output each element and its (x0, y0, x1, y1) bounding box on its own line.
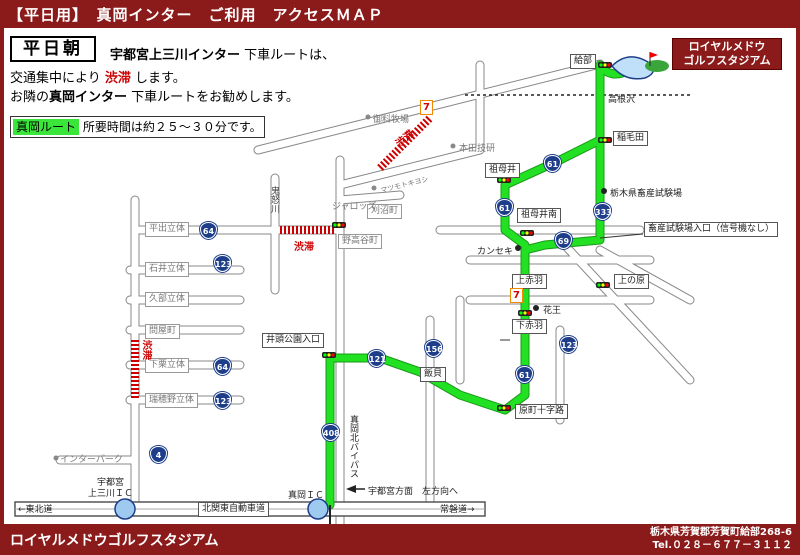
frame-left (0, 28, 4, 524)
place-shimoakaba: 下赤羽 (512, 319, 548, 334)
notice-line-3: お隣の真岡インター 下車ルートをお勧めします。 (10, 90, 299, 105)
page-title: 【平日用】 真岡インター ご利用 アクセスＭＡＰ (8, 6, 384, 24)
place-kariya: 刈沼町 (367, 204, 403, 219)
golf-stadium-label: ロイヤルメドウゴルフスタジアム (672, 38, 782, 70)
jam-label-c: 渋滞 (140, 340, 151, 360)
place-iigai: 飯貝 (420, 367, 447, 382)
header-bar: 【平日用】 真岡インター ご利用 アクセスＭＡＰ (0, 0, 800, 28)
place-noko: 野高谷町 (338, 234, 383, 249)
place-kamiakaba: 上赤羽 (512, 274, 548, 289)
place-sobo: 祖母井 (485, 163, 521, 178)
place-chikusan: 栃木県畜産試験場 (610, 189, 683, 199)
route-123-shield-c: 123 (214, 392, 232, 409)
route-tag: 真岡ルート (13, 119, 80, 135)
place-kanseki: カンセキ (477, 247, 514, 257)
footer-name: ロイヤルメドウゴルフスタジアム (10, 533, 219, 549)
frame-right (796, 28, 800, 524)
poi-dot-icon (515, 188, 607, 311)
place-kaminokawa-ic: 宇都宮 上三川ＩＣ (88, 478, 134, 499)
place-goryo: 御料牧場 (373, 115, 410, 125)
place-kaminohara: 上の原 (614, 274, 650, 289)
place-chikusan-entrance: 畜産試験場入口（信号機なし） (644, 222, 779, 237)
place-honda: 本田技研 (459, 144, 496, 154)
route-info: 真岡ルート 所要時間は約２５～３０分です。 (10, 116, 265, 138)
direction-utsunomiya: 宇都宮方面 左方向へ (368, 487, 459, 497)
route-121-shield: 121 (368, 350, 386, 367)
place-takanezawa: 高根沢 (608, 95, 636, 105)
direction-joban: 常磐道→ (440, 505, 475, 515)
place-shimokuri: 下栗立体 (145, 358, 190, 373)
place-interpark: インターパーク (60, 455, 123, 465)
route-4-shield: 4 (150, 446, 167, 463)
route-64-shield-b: 64 (214, 358, 231, 375)
route-61-shield-b: 61 (496, 199, 513, 216)
place-moka-bypass: 真岡北バイパス (348, 415, 358, 478)
river-kinugawa: 鬼怒川 (269, 186, 279, 213)
place-jaros: ジャロッズ (332, 202, 377, 212)
notice-line-2: 交通集中により 渋滞 します。 (10, 71, 186, 86)
notice-line-1: 宇都宮上三川インター 下車ルートは、 (110, 48, 336, 63)
weekday-morning-badge: 平日朝 (10, 36, 96, 62)
convenience-store-icon: 7 (510, 288, 523, 303)
place-mizuho: 瑞穂野立体 (145, 393, 199, 408)
direction-tohoku: ←東北道 (18, 505, 53, 515)
place-haramachi: 原町十字路 (515, 404, 569, 419)
place-kubota: 久部立体 (145, 292, 190, 307)
place-kyubu: 給部 (570, 54, 597, 69)
route-123-shield-b: 123 (214, 255, 232, 272)
route-123-shield-a: 123 (560, 336, 578, 353)
route-408-shield: 408 (322, 424, 340, 441)
place-sobo-minami: 祖母井南 (517, 208, 562, 223)
route-156-shield: 156 (425, 340, 443, 357)
place-toiyamachi: 問屋町 (145, 324, 181, 339)
route-61-shield-c: 61 (516, 366, 533, 383)
jam-label-b: 渋滞 (294, 242, 314, 253)
route-69-shield: 69 (555, 232, 572, 249)
place-igashira: 井頭公園入口 (262, 333, 325, 348)
convenience-store-icon: 7 (420, 100, 433, 115)
place-kao: 花王 (543, 306, 562, 316)
place-inageda: 稲毛田 (613, 131, 649, 146)
route-64-shield-a: 64 (200, 222, 217, 239)
route-333-shield: 333 (594, 203, 612, 220)
place-ishii: 石井立体 (145, 262, 190, 277)
place-moka-ic: 真岡ＩＣ (288, 491, 325, 501)
expressway-label: 北関東自動車道 (198, 502, 270, 517)
route-61-shield-a: 61 (544, 155, 561, 172)
place-hiraide: 平出立体 (145, 222, 190, 237)
